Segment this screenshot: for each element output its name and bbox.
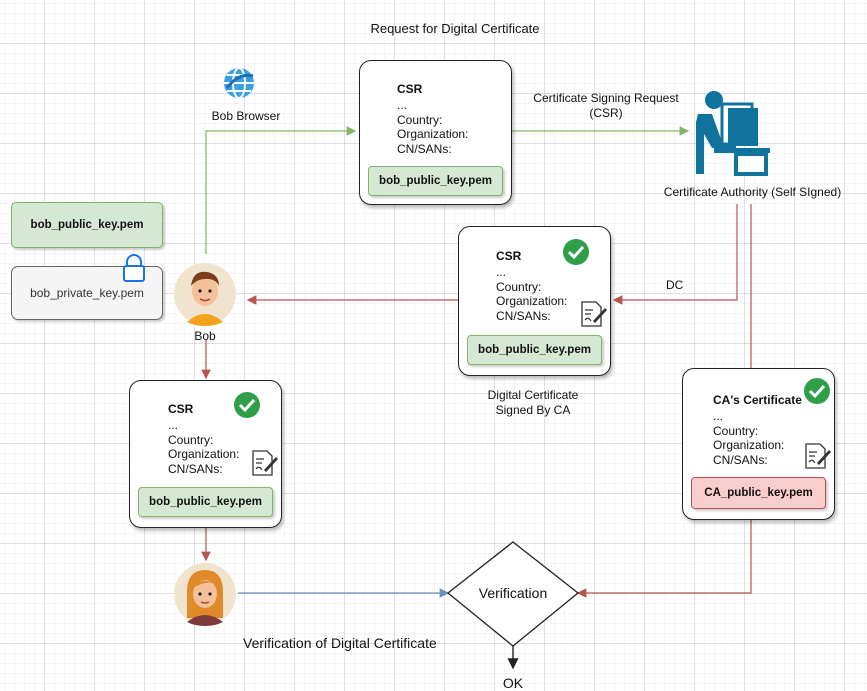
bob-avatar-icon <box>174 263 236 326</box>
browser-globe-icon <box>224 67 254 99</box>
ca-certificate-card: CA's Certificate ... Country: Organizati… <box>682 368 835 520</box>
signed-caption: Digital Certificate Signed By CA <box>487 388 579 417</box>
signature-icon <box>805 443 831 469</box>
ca-label: Certificate Authority (Self SIgned) <box>663 185 842 199</box>
ca-public-key: CA_public_key.pem <box>691 477 826 509</box>
csr-card: CSR ... Country: Organization: CN/SANs: … <box>359 60 512 205</box>
verifier-avatar-icon <box>174 563 236 626</box>
verify-csr-card: CSR ... Country: Organization: CN/SANs: … <box>129 380 282 528</box>
diagram-title: Request for Digital Certificate <box>370 21 540 36</box>
csr-card-title: CSR <box>397 82 423 96</box>
check-icon <box>234 392 260 418</box>
bob-label: Bob <box>194 329 216 343</box>
edge-bob-to-csr <box>205 126 357 254</box>
verification-label: Verification <box>478 585 548 601</box>
dc-edge-label: DC <box>666 278 684 292</box>
footer-caption: Verification of Digital Certificate <box>243 635 437 651</box>
verification-diamond <box>446 541 580 647</box>
csr-card-fields: ... Country: Organization: CN/SANs: <box>397 98 469 156</box>
verify-card-title: CSR <box>168 402 194 416</box>
certificate-authority-icon <box>696 91 770 176</box>
signed-card-fields: ... Country: Organization: CN/SANs: <box>496 265 568 323</box>
csr-card-key: bob_public_key.pem <box>368 166 503 196</box>
check-icon <box>563 239 589 265</box>
signed-card-key: bob_public_key.pem <box>467 335 602 365</box>
edge-ca-to-signed <box>612 204 738 305</box>
check-icon <box>804 378 830 404</box>
ca-cert-card-title: CA's Certificate <box>713 393 802 407</box>
signature-icon <box>252 450 278 476</box>
verify-card-fields: ... Country: Organization: CN/SANs: <box>168 418 240 476</box>
signed-csr-card: CSR ... Country: Organization: CN/SANs: … <box>458 226 611 376</box>
lock-icon <box>123 254 145 282</box>
edge-cacert-to-verification <box>576 518 752 598</box>
ok-label: OK <box>502 675 524 691</box>
signed-card-title: CSR <box>496 249 522 263</box>
bob-browser-label: Bob Browser <box>211 109 281 123</box>
csr-edge-label: Certificate Signing Request (CSR) <box>533 91 679 120</box>
bob-public-key: bob_public_key.pem <box>11 202 163 248</box>
ca-cert-card-fields: ... Country: Organization: CN/SANs: <box>713 409 785 467</box>
verify-card-key: bob_public_key.pem <box>138 487 273 517</box>
signature-icon <box>581 301 607 327</box>
